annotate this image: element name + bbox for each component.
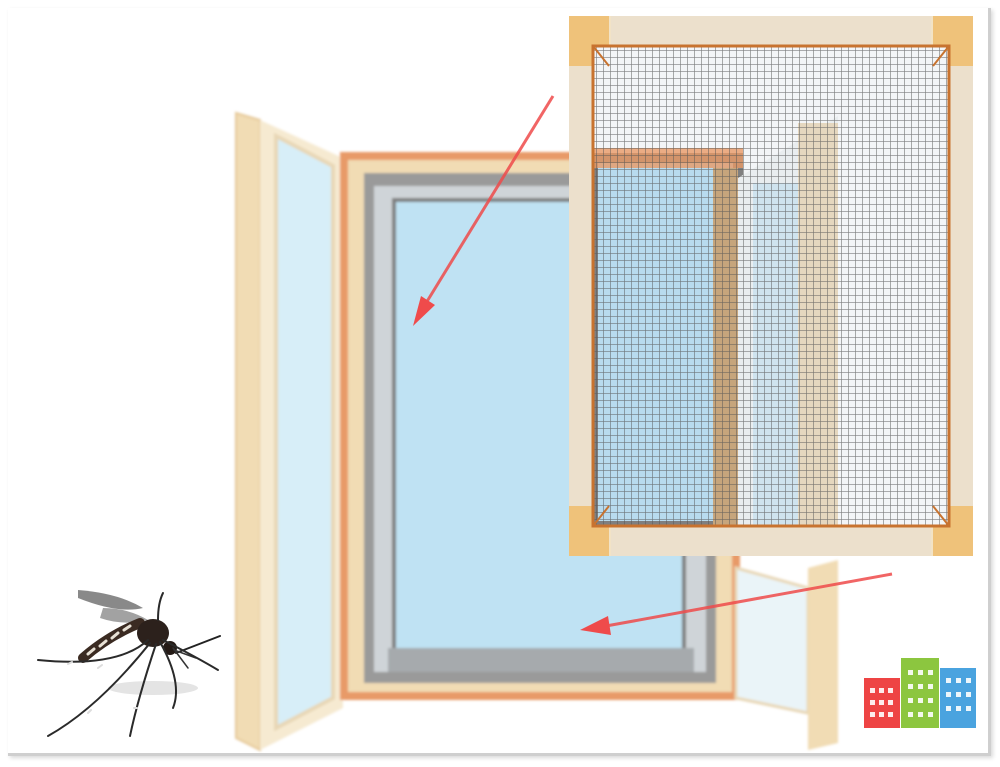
illustration: [8, 8, 988, 753]
brand-logo: [864, 658, 976, 728]
mosquito-illustration: [38, 590, 220, 736]
zoom-inset: [569, 16, 973, 556]
image-frame: [8, 8, 991, 756]
